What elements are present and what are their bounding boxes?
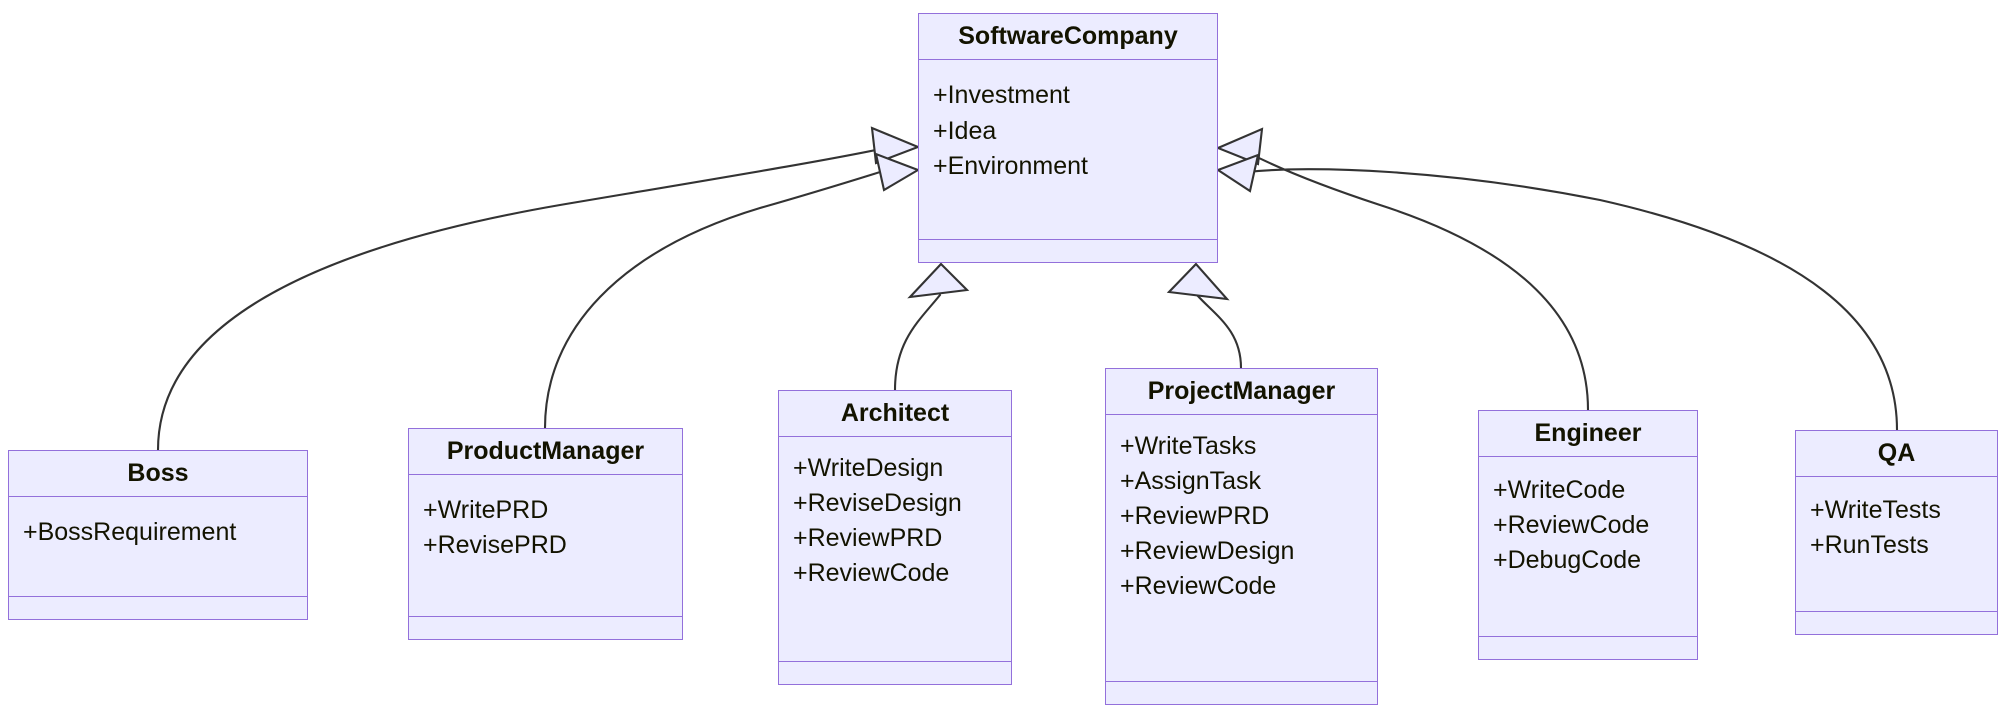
class-methods-engineer: [1479, 637, 1697, 659]
class-attribute: +AssignTask: [1120, 467, 1262, 496]
class-attributes-qa: +WriteTests +RunTests: [1796, 477, 1997, 612]
class-attribute: +ReviewCode: [793, 559, 950, 588]
inheritance-arrowhead-engineer: [1215, 127, 1264, 166]
class-attribute: +RunTests: [1810, 531, 1929, 560]
class-attributes-project-manager: +WriteTasks +AssignTask +ReviewPRD +Revi…: [1106, 415, 1377, 682]
class-box-engineer[interactable]: Engineer +WriteCode +ReviewCode +DebugCo…: [1478, 410, 1698, 660]
class-title-engineer: Engineer: [1479, 411, 1697, 458]
class-title-project-manager: ProjectManager: [1106, 369, 1377, 416]
class-methods-architect: [779, 662, 1011, 684]
class-methods-project-manager: [1106, 682, 1377, 704]
class-title-product-manager: ProductManager: [409, 429, 682, 476]
class-attribute: +ReviseDesign: [793, 489, 962, 518]
class-attribute: +WriteCode: [1493, 476, 1626, 505]
class-title-qa: QA: [1796, 431, 1997, 478]
class-attribute: +Investment: [933, 81, 1070, 110]
class-attribute: +WriteTasks: [1120, 432, 1257, 461]
class-title-architect: Architect: [779, 391, 1011, 438]
class-attributes-engineer: +WriteCode +ReviewCode +DebugCode: [1479, 457, 1697, 637]
class-box-software-company[interactable]: SoftwareCompany +Investment +Idea +Envir…: [918, 13, 1218, 263]
class-attribute: +Environment: [933, 152, 1088, 181]
inheritance-arrowhead-architect: [907, 262, 970, 299]
edge-productmanager-to-softwarecompany: [543, 166, 895, 430]
class-attributes-architect: +WriteDesign +ReviseDesign +ReviewPRD +R…: [779, 437, 1011, 662]
class-attributes-product-manager: +WritePRD +RevisePRD: [409, 475, 682, 617]
class-attribute: +ReviewPRD: [1120, 502, 1270, 531]
class-box-architect[interactable]: Architect +WriteDesign +ReviseDesign +Re…: [778, 390, 1012, 685]
class-attribute: +RevisePRD: [423, 531, 567, 560]
class-methods-software-company: [919, 240, 1217, 262]
class-attribute: +WriteTests: [1810, 496, 1941, 525]
edge-architect-to-softwarecompany: [893, 293, 942, 392]
inheritance-arrowhead-productmanager: [874, 152, 921, 192]
class-methods-boss: [9, 597, 307, 619]
class-box-product-manager[interactable]: ProductManager +WritePRD +RevisePRD: [408, 428, 683, 640]
class-title-software-company: SoftwareCompany: [919, 14, 1217, 61]
inheritance-arrowhead-boss: [870, 126, 921, 165]
class-attribute: +BossRequirement: [23, 518, 237, 547]
class-box-project-manager[interactable]: ProjectManager +WriteTasks +AssignTask +…: [1105, 368, 1378, 705]
inheritance-arrowhead-projectmanager: [1166, 262, 1230, 301]
class-box-boss[interactable]: Boss +BossRequirement: [8, 450, 308, 620]
class-methods-product-manager: [409, 617, 682, 639]
edge-projectmanager-to-softwarecompany: [1195, 293, 1243, 370]
inheritance-arrowhead-qa: [1215, 153, 1260, 193]
class-box-qa[interactable]: QA +WriteTests +RunTests: [1795, 430, 1998, 635]
class-attributes-software-company: +Investment +Idea +Environment: [919, 60, 1217, 240]
class-title-boss: Boss: [9, 451, 307, 498]
class-attribute: +ReviewDesign: [1120, 537, 1295, 566]
class-methods-qa: [1796, 612, 1997, 634]
class-attribute: +WritePRD: [423, 496, 549, 525]
class-attribute: +ReviewCode: [1120, 572, 1277, 601]
class-attributes-boss: +BossRequirement: [9, 497, 307, 597]
class-attribute: +Idea: [933, 116, 997, 145]
class-attribute: +ReviewCode: [1493, 511, 1650, 540]
class-attribute: +DebugCode: [1493, 546, 1642, 575]
class-attribute: +WriteDesign: [793, 454, 944, 483]
class-attribute: +ReviewPRD: [793, 524, 943, 553]
